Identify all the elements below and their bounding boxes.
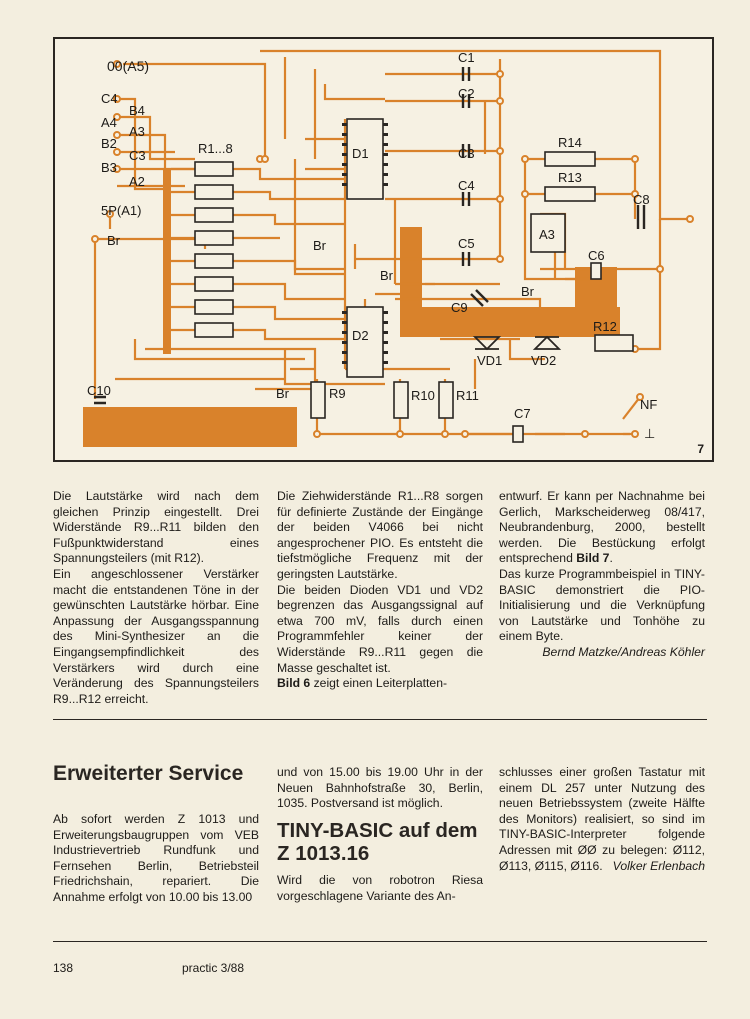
label-a2: A2 <box>129 174 145 189</box>
label-br-bottom: Br <box>276 386 289 401</box>
label-r13: R13 <box>558 170 582 185</box>
footer-divider <box>53 941 707 942</box>
article1-col1-para1: Die Lautstärke wird nach dem gleichen Pr… <box>53 489 259 566</box>
article1-col2-para3: Bild 6 zeigt einen Leiterplatten- <box>277 676 448 691</box>
article2-column-1: Ab sofort werden Z 1013 und Erweiterungs… <box>53 812 259 904</box>
section-divider <box>53 719 707 720</box>
article1-column-1: Die Lautstärke wird nach dem gleichen Pr… <box>53 489 259 707</box>
article1-col3-para1: entwurf. Er kann per Nachnahme bei Gerli… <box>499 489 705 566</box>
article3-signature: Volker Erlenbach <box>612 858 705 873</box>
heading-erweiterter-service: Erweiterter Service <box>53 762 244 785</box>
label-c5: C5 <box>458 236 475 251</box>
label-vd1: VD1 <box>477 353 503 368</box>
article1-col3-para2: Das kurze Programmbeispiel in TINY-BASIC… <box>499 566 705 644</box>
label-5pa1: 5P(A1) <box>101 203 142 218</box>
figure-number: 7 <box>697 442 704 456</box>
label-d2: D2 <box>352 328 369 343</box>
article1-column-3: entwurf. Er kann per Nachnahme bei Gerli… <box>499 489 705 661</box>
label-d1: D1 <box>352 146 369 161</box>
bild7-ref: Bild 7 <box>576 551 610 566</box>
article2-column-2: und von 15.00 bis 19.00 Uhr in der Neuen… <box>277 765 483 811</box>
label-ground: ⊥ <box>644 426 656 441</box>
page-number: 138 <box>53 961 74 975</box>
article1-signature: Bernd Matzke/Andreas Köhler <box>542 644 705 659</box>
label-b4: B4 <box>129 103 145 118</box>
label-br-mid: Br <box>313 238 326 253</box>
article3-col3-para: schlusses einer großen Tastatur mit eine… <box>499 765 705 873</box>
label-c2: C2 <box>458 86 475 101</box>
heading-tiny-basic: TINY-BASIC auf dem Z 1013.16 <box>277 819 478 865</box>
figure-circuit-layout: 00(A5) C4 B4 A4 A3 B2 C3 B3 A2 5P(A1) Br… <box>53 37 714 462</box>
label-c6: C6 <box>588 248 605 263</box>
label-br-right: Br <box>521 284 534 299</box>
article1-col2-para2: Die beiden Dioden VD1 und VD2 begrenzen … <box>277 582 483 675</box>
label-br-center: Br <box>380 268 393 283</box>
label-r10: R10 <box>411 388 435 403</box>
label-b3: B3 <box>101 160 117 175</box>
label-c4: C4 <box>101 91 118 106</box>
article1-col1-para2: Ein angeschlossener Verstärker macht die… <box>53 566 259 706</box>
label-r12: R12 <box>593 319 617 334</box>
bild6-ref: Bild 6 <box>277 676 311 691</box>
label-c1: C1 <box>458 50 475 65</box>
circuit-drawing <box>83 49 694 447</box>
label-c10: C10 <box>87 383 111 398</box>
label-br-left: Br <box>107 233 120 248</box>
label-r14: R14 <box>558 135 582 150</box>
label-a3-ic: A3 <box>539 227 555 242</box>
label-nf: NF <box>640 397 658 412</box>
label-r1-8: R1...8 <box>198 141 233 156</box>
label-r11: R11 <box>456 388 479 403</box>
article3-column-3: schlusses einer großen Tastatur mit eine… <box>499 765 705 874</box>
label-c4-cap: C4 <box>458 178 475 193</box>
label-a4: A4 <box>101 115 117 130</box>
magazine-issue: practic 3/88 <box>182 961 245 975</box>
label-c3-cap: C3 <box>458 146 475 161</box>
label-00a5: 00(A5) <box>107 58 150 74</box>
label-r9: R9 <box>329 386 346 401</box>
article1-col2-para1: Die Ziehwiderstände R1...R8 sorgen für d… <box>277 489 483 581</box>
label-a3: A3 <box>129 124 145 139</box>
label-c8: C8 <box>633 192 650 207</box>
label-c7: C7 <box>514 406 531 421</box>
label-vd2: VD2 <box>531 353 557 368</box>
label-c3: C3 <box>129 148 146 163</box>
label-c9: C9 <box>451 300 468 315</box>
article1-column-2: Die Ziehwiderstände R1...R8 sorgen für d… <box>277 489 483 692</box>
article3-column-2: Wird die von robotron Riesa vorgeschlage… <box>277 873 483 903</box>
label-b2: B2 <box>101 136 117 151</box>
